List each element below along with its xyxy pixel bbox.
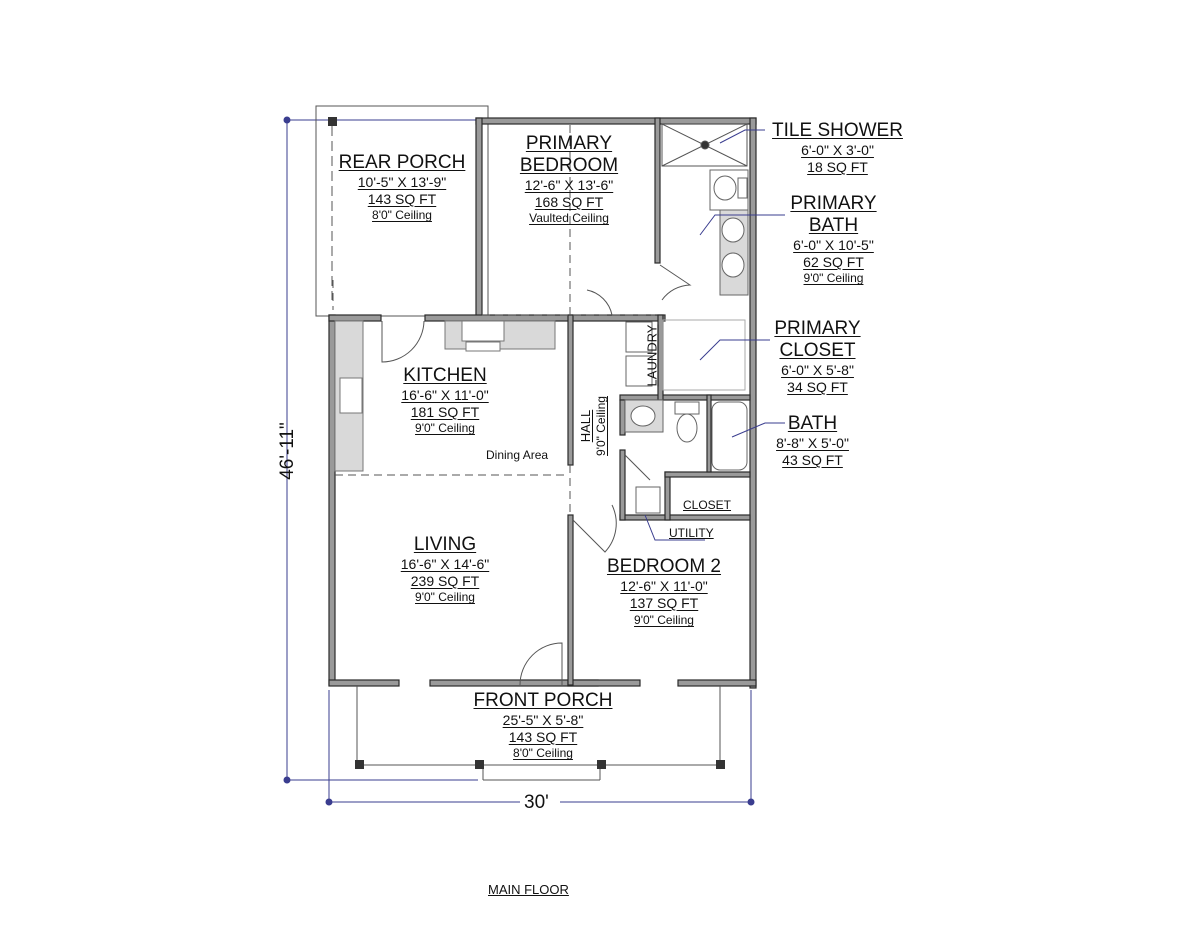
room-label-front-porch: FRONT PORCH 25'-5" X 5'-8" 143 SQ FT 8'0… [463, 691, 623, 759]
room-label-primary-bedroom: PRIMARY BEDROOM 12'-6" X 13'-6" 168 SQ F… [494, 134, 644, 224]
room-label-closet: CLOSET [683, 498, 732, 512]
room-label-tile-shower: TILE SHOWER 6'-0" X 3'-0" 18 SQ FT [765, 121, 910, 177]
laundry-fixtures [625, 321, 653, 387]
room-ceiling: 9'0" Ceiling [634, 613, 694, 627]
room-area: 168 SQ FT [534, 194, 604, 210]
leader-lines [644, 129, 785, 541]
room-name: BEDROOM [519, 155, 619, 176]
room-label-bath: BATH 8'-8" X 5'-0" 43 SQ FT [770, 414, 855, 470]
room-name: PRIMARY [790, 193, 877, 214]
room-area: 62 SQ FT [803, 254, 864, 270]
room-label-primary-bath: PRIMARY BATH 6'-0" X 10'-5" 62 SQ FT 9'0… [785, 194, 882, 284]
shower-fixtures [661, 123, 748, 167]
room-ceiling: 9'0" Ceiling [803, 271, 864, 285]
room-size: 16'-6" X 11'-0" [401, 387, 489, 403]
room-size: 12'-6" X 13'-6" [524, 177, 614, 193]
drawing-title: MAIN FLOOR [488, 882, 569, 897]
room-ceiling: 9'0" Ceiling [415, 590, 475, 604]
room-name: BATH [808, 215, 859, 236]
room-ceiling: 9'0" Ceiling [594, 396, 608, 456]
room-name: TILE SHOWER [772, 120, 903, 141]
room-size: 6'-0" X 3'-0" [801, 142, 874, 158]
dashed-lines [332, 125, 655, 515]
room-name: KITCHEN [403, 365, 487, 386]
room-label-utility: UTILITY [669, 526, 714, 540]
room-size: 25'-5" X 5'-8" [502, 712, 584, 728]
room-size: 8'-8" X 5'-0" [776, 435, 849, 451]
room-label-primary-closet: PRIMARY CLOSET 6'-0" X 5'-8" 34 SQ FT [770, 319, 865, 397]
room-area: 34 SQ FT [787, 379, 848, 395]
room-name: PRIMARY [525, 133, 613, 154]
room-label-living: LIVING 16'-6" X 14'-6" 239 SQ FT 9'0" Ce… [380, 535, 510, 603]
room-area: 18 SQ FT [807, 159, 868, 175]
room-name: BEDROOM 2 [606, 556, 722, 577]
room-area: 239 SQ FT [410, 573, 480, 589]
room-name: REAR PORCH [338, 152, 466, 173]
room-label-laundry: LAUNDRY [644, 324, 660, 387]
room-ceiling: 8'0" Ceiling [513, 746, 573, 760]
room-name: CLOSET [779, 340, 856, 361]
room-size: 12'-6" X 11'-0" [620, 578, 708, 594]
kitchen-fixtures [334, 320, 556, 472]
room-label-hall: HALL 9'0" Ceiling [578, 381, 608, 471]
room-ceiling: 9'0" Ceiling [415, 421, 475, 435]
room-size: 10'-5" X 13'-9" [357, 174, 447, 190]
room-name: FRONT PORCH [473, 690, 613, 711]
primary-bath-fixtures [662, 169, 749, 391]
room-name: LIVING [413, 534, 477, 555]
room-size: 16'-6" X 14'-6" [400, 556, 490, 572]
front-porch-outline [356, 686, 721, 781]
room-ceiling: 8'0" Ceiling [372, 208, 432, 222]
dimension-lines [283, 116, 755, 806]
overall-depth-dimension: 46'-11" [277, 422, 298, 480]
room-size: 6'-0" X 5'-8" [781, 362, 854, 378]
rear-porch-outline [315, 105, 489, 317]
dining-area-label: Dining Area [486, 448, 549, 462]
bath-fixtures [624, 399, 748, 514]
room-label-bedroom2: BEDROOM 2 12'-6" X 11'-0" 137 SQ FT 9'0"… [594, 557, 734, 626]
room-label-kitchen: KITCHEN 16'-6" X 11'-0" 181 SQ FT 9'0" C… [380, 366, 510, 434]
overall-width-dimension: 30' [524, 792, 549, 813]
front-porch-posts [355, 760, 725, 769]
room-area: 137 SQ FT [629, 595, 699, 611]
room-name: HALL [578, 409, 593, 443]
porch-post [328, 117, 337, 126]
room-name: PRIMARY [774, 318, 861, 339]
room-area: 181 SQ FT [410, 404, 480, 420]
room-area: 43 SQ FT [782, 452, 843, 468]
room-name: BATH [787, 413, 838, 434]
doors [381, 264, 692, 686]
room-area: 143 SQ FT [508, 729, 578, 745]
room-size: 6'-0" X 10'-5" [793, 237, 874, 253]
room-label-rear-porch: REAR PORCH 10'-5" X 13'-9" 143 SQ FT 8'0… [327, 153, 477, 221]
room-area: 143 SQ FT [367, 191, 437, 207]
room-ceiling: Vaulted Ceiling [529, 211, 609, 225]
